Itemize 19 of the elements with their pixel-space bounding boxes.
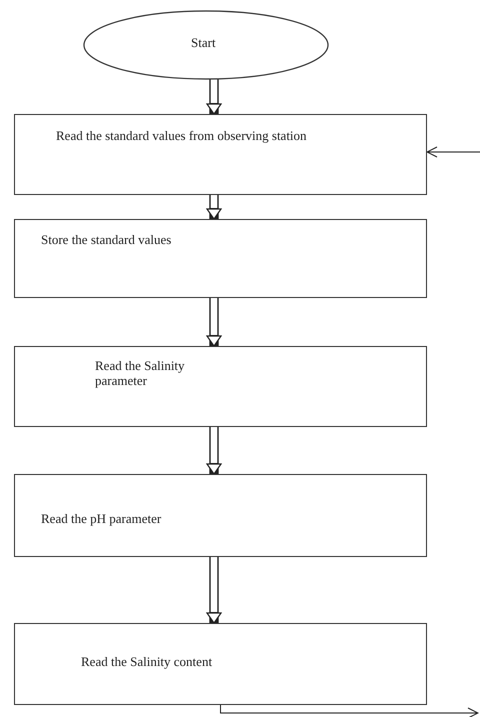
hollow-arrow <box>206 427 222 475</box>
node-text: Read the pH parameter <box>41 511 162 526</box>
node-text: Read the standard values from observing station <box>56 128 308 143</box>
process-box <box>14 474 427 557</box>
start-ellipse <box>83 10 329 80</box>
hollow-arrow <box>206 298 222 347</box>
process-box <box>14 623 427 705</box>
process-box <box>14 346 427 427</box>
node-text: Read the Salinity parameter <box>95 358 186 388</box>
arrow <box>426 146 480 158</box>
hollow-arrow <box>206 195 222 220</box>
node-text: Read the Salinity content <box>81 654 214 669</box>
hollow-arrow <box>206 557 222 624</box>
hollow-arrow <box>206 80 222 115</box>
process-box <box>14 114 427 195</box>
node-text: Store the standard values <box>41 232 172 247</box>
arrow <box>220 704 478 717</box>
node-text: Start <box>191 35 217 50</box>
process-box <box>14 219 427 298</box>
